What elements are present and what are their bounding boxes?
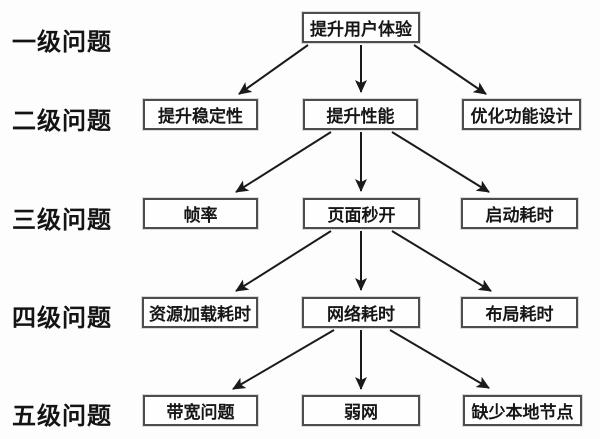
row-label-level2: 二级问题 <box>12 107 112 135</box>
node-bandwidth-problem: 带宽问题 <box>143 395 258 426</box>
node-improve-performance: 提升性能 <box>303 99 418 130</box>
node-startup-time: 启动耗时 <box>461 198 578 229</box>
edge-arrow <box>238 44 309 95</box>
node-layout-time: 布局耗时 <box>461 297 578 328</box>
edge-arrow <box>389 329 490 389</box>
node-improve-user-experience: 提升用户体验 <box>302 12 420 43</box>
row-label-level1: 一级问题 <box>12 28 112 56</box>
edge-arrow <box>391 230 492 292</box>
edge-arrow <box>235 230 332 292</box>
node-frame-rate: 帧率 <box>143 198 258 229</box>
node-weak-network: 弱网 <box>302 395 420 426</box>
row-label-level4: 四级问题 <box>12 304 112 332</box>
row-label-level5: 五级问题 <box>12 402 112 430</box>
node-resource-load-time: 资源加载耗时 <box>142 297 258 328</box>
edge-arrow <box>391 131 490 193</box>
row-label-level3: 三级问题 <box>12 206 112 234</box>
edge-arrow <box>413 44 487 95</box>
edge-arrow <box>235 131 332 193</box>
edge-arrow <box>232 329 335 390</box>
node-page-instant-open: 页面秒开 <box>303 198 420 229</box>
node-missing-local-nodes: 缺少本地节点 <box>463 395 582 426</box>
node-network-time: 网络耗时 <box>302 297 420 328</box>
node-improve-stability: 提升稳定性 <box>143 99 258 130</box>
node-optimize-function-design: 优化功能设计 <box>462 99 581 130</box>
